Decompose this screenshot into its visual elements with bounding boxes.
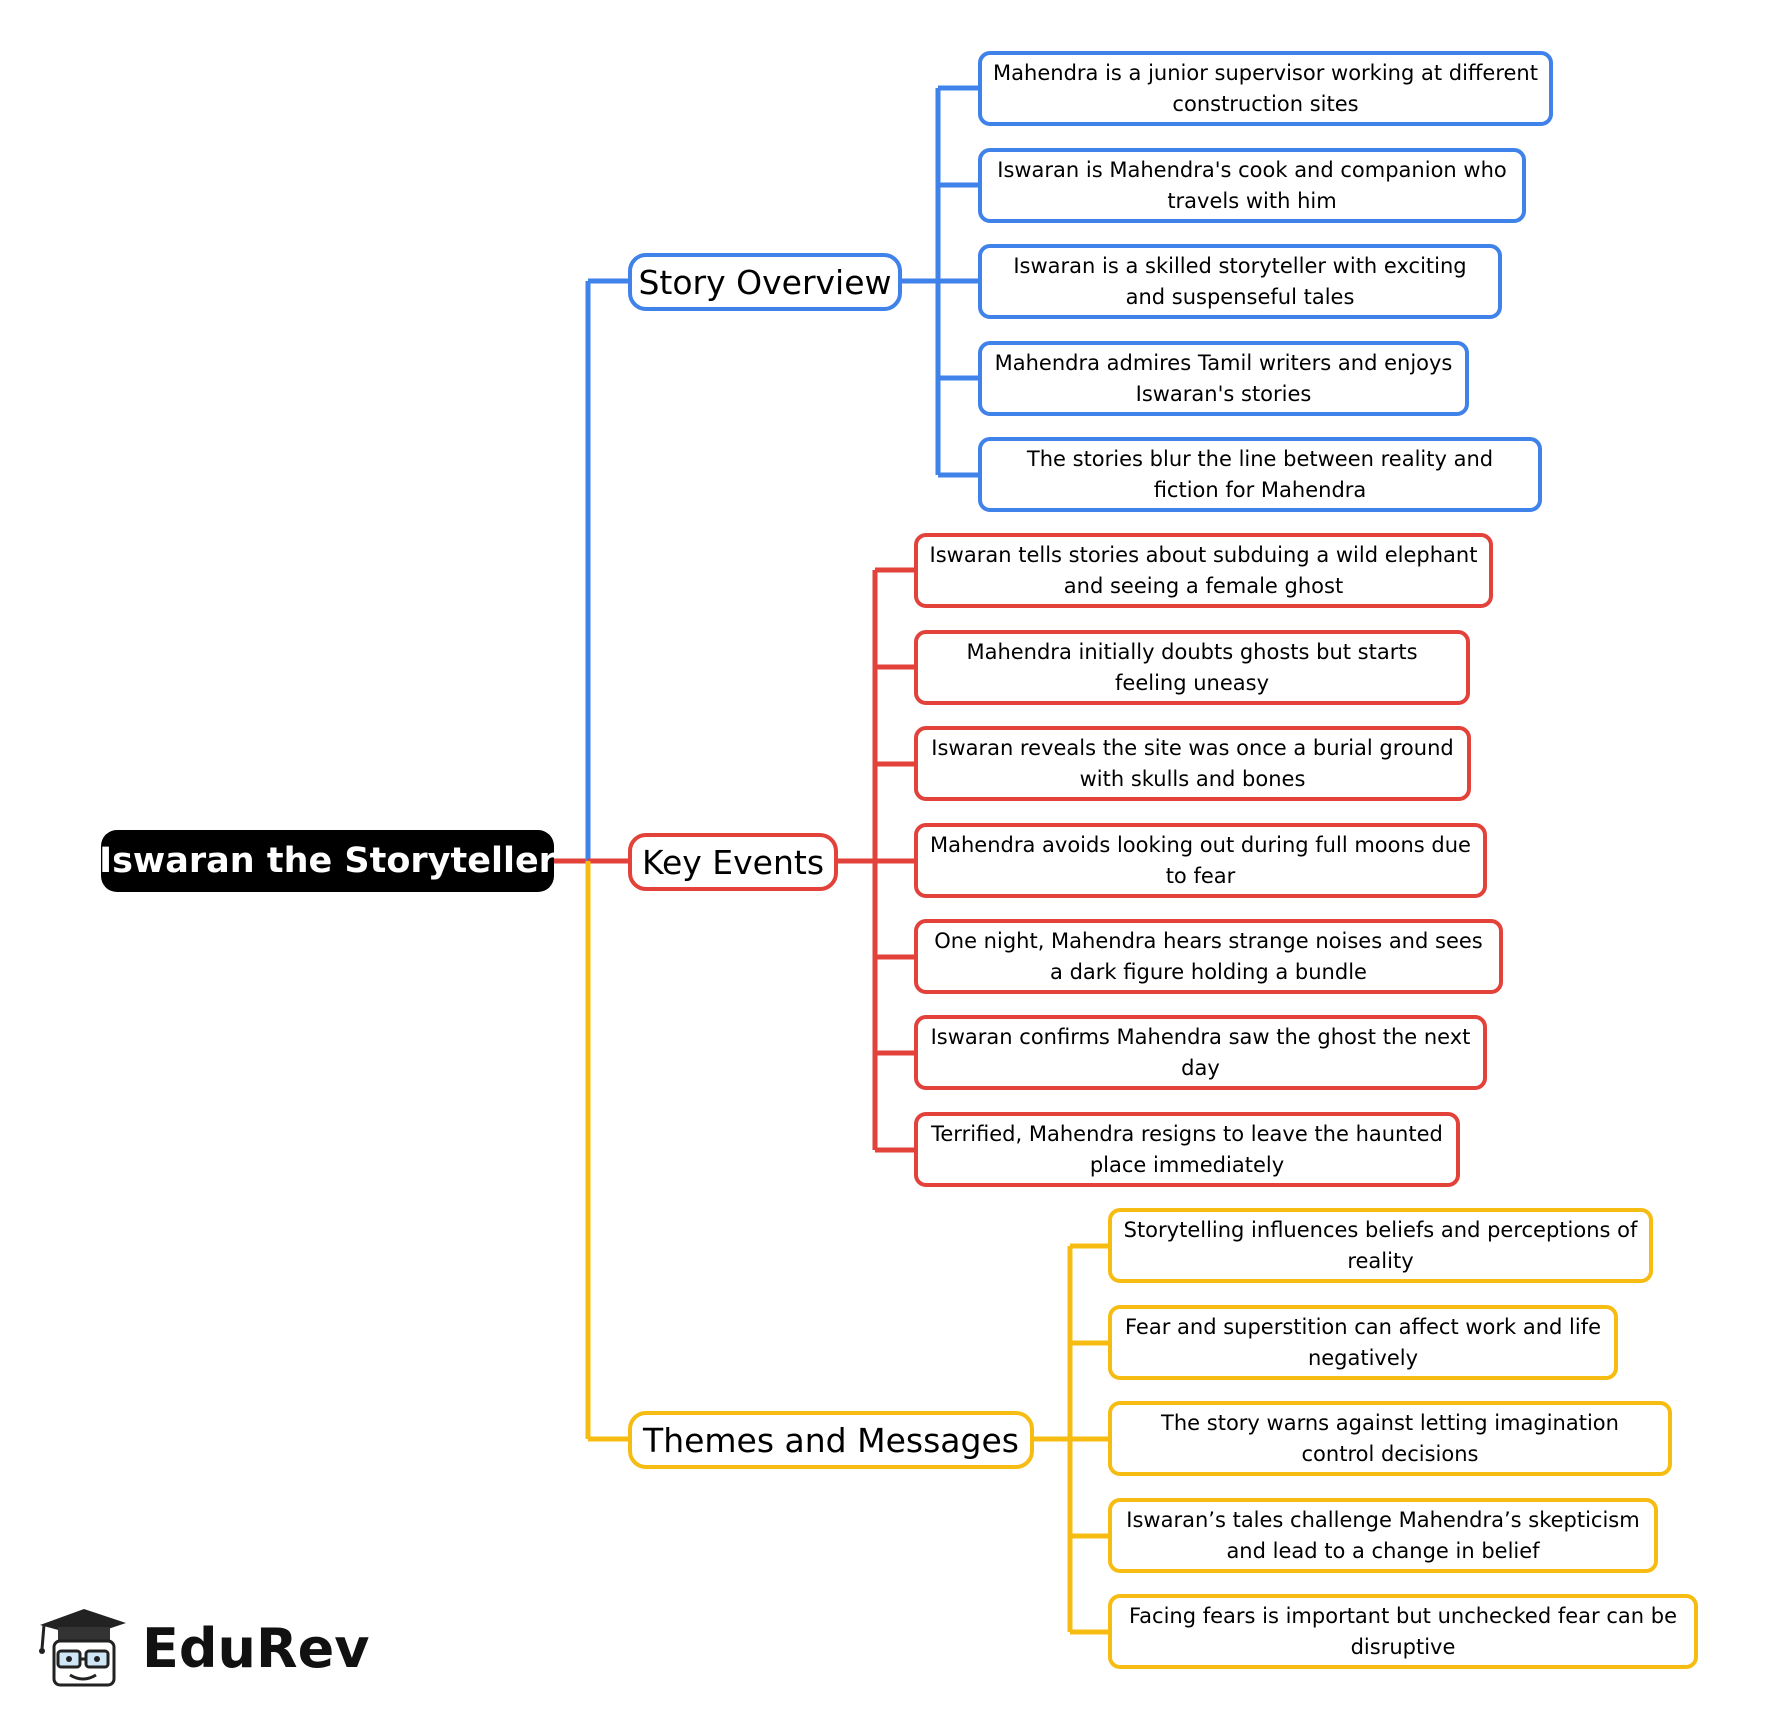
leaf-text: Mahendra admires Tamil writers and enjoy… [994, 350, 1453, 406]
logo-text: EduRev [142, 1616, 370, 1680]
leaf-node: Iswaran is a skilled storyteller with ex… [978, 244, 1502, 319]
leaf-text: Storytelling influences beliefs and perc… [1123, 1217, 1638, 1273]
leaf-text: Facing fears is important but unchecked … [1129, 1603, 1677, 1659]
branch-key-events: Key Events [628, 833, 838, 891]
leaf-text: The stories blur the line between realit… [1026, 446, 1494, 502]
leaf-text: Terrified, Mahendra resigns to leave the… [931, 1121, 1443, 1177]
leaf-node: Iswaran is Mahendra's cook and companion… [978, 148, 1526, 223]
root-node: Iswaran the Storyteller [101, 830, 554, 892]
leaf-text: Iswaran reveals the site was once a buri… [931, 735, 1454, 791]
leaf-node: Terrified, Mahendra resigns to leave the… [914, 1112, 1460, 1187]
leaf-node: Mahendra avoids looking out during full … [914, 823, 1487, 898]
branch-themes-and-messages: Themes and Messages [628, 1411, 1034, 1469]
leaf-node: Iswaran’s tales challenge Mahendra’s ske… [1108, 1498, 1658, 1573]
branch-label: Key Events [641, 842, 825, 882]
leaf-text: Mahendra is a junior supervisor working … [993, 60, 1538, 116]
leaf-text: Mahendra initially doubts ghosts but sta… [966, 639, 1418, 695]
leaf-node: Iswaran confirms Mahendra saw the ghost … [914, 1015, 1487, 1090]
leaf-node: Facing fears is important but unchecked … [1108, 1594, 1698, 1669]
leaf-node: Mahendra is a junior supervisor working … [978, 51, 1553, 126]
leaf-node: Mahendra admires Tamil writers and enjoy… [978, 341, 1469, 416]
leaf-node: One night, Mahendra hears strange noises… [914, 919, 1503, 994]
leaf-text: Iswaran confirms Mahendra saw the ghost … [930, 1024, 1471, 1080]
leaf-node: Fear and superstition can affect work an… [1108, 1305, 1618, 1380]
leaf-text: Iswaran tells stories about subduing a w… [929, 542, 1478, 598]
leaf-node: The stories blur the line between realit… [978, 437, 1542, 512]
leaf-node: Storytelling influences beliefs and perc… [1108, 1208, 1653, 1283]
leaf-node: Iswaran tells stories about subduing a w… [914, 533, 1493, 608]
leaf-node: Mahendra initially doubts ghosts but sta… [914, 630, 1470, 705]
root-label: Iswaran the Storyteller [101, 841, 554, 881]
branch-label: Themes and Messages [643, 1420, 1019, 1460]
leaf-node: Iswaran reveals the site was once a buri… [914, 726, 1471, 801]
leaf-text: One night, Mahendra hears strange noises… [934, 928, 1483, 984]
branch-label: Story Overview [638, 262, 892, 302]
leaf-text: Iswaran is a skilled storyteller with ex… [1013, 253, 1467, 309]
leaf-text: Fear and superstition can affect work an… [1124, 1314, 1602, 1370]
leaf-text: Iswaran is Mahendra's cook and companion… [997, 157, 1507, 213]
leaf-text: Iswaran’s tales challenge Mahendra’s ske… [1126, 1507, 1640, 1563]
graduation-cap-mascot-icon [39, 1609, 126, 1687]
leaf-text: Mahendra avoids looking out during full … [930, 832, 1471, 888]
edurev-logo: EduRev [34, 1605, 369, 1691]
branch-story-overview: Story Overview [628, 253, 902, 311]
leaf-node: The story warns against letting imaginat… [1108, 1401, 1672, 1476]
leaf-text: The story warns against letting imaginat… [1161, 1410, 1619, 1466]
